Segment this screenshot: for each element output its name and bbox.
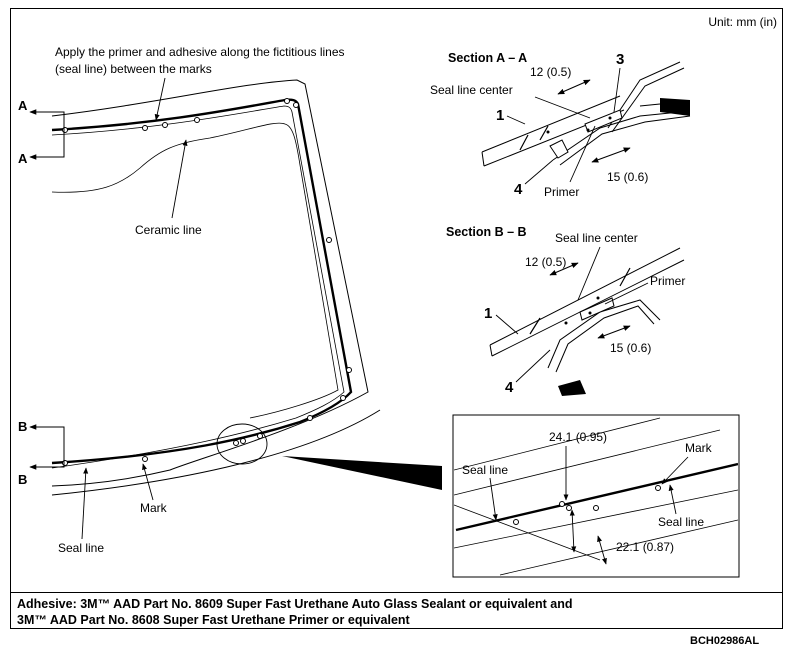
bb-primer: Primer xyxy=(650,274,685,288)
glass-outer-edge xyxy=(51,79,369,487)
mark-dot xyxy=(62,127,68,133)
aa-primer: Primer xyxy=(544,185,579,199)
bb-seal-line-center: Seal line center xyxy=(555,231,638,245)
aa-callout-4: 4 xyxy=(514,181,523,198)
section-aa: Section A – A 12 (0.5) Seal line center … xyxy=(430,51,691,199)
windshield-main-view: A A B B Apply the primer and adhesive al… xyxy=(18,45,442,555)
detail-dim-24: 24.1 (0.95) xyxy=(549,430,607,444)
aa-callout-1: 1 xyxy=(496,107,504,124)
mark-dot xyxy=(346,367,352,373)
seal-line xyxy=(51,98,353,465)
section-aa-title: Section A – A xyxy=(448,51,527,65)
mark-dot xyxy=(326,237,332,243)
unit-label: Unit: mm (in) xyxy=(708,15,777,29)
section-bb-title: Section B – B xyxy=(446,225,527,239)
aa-dim-15: 15 (0.6) xyxy=(607,170,648,184)
bb-callout-1: 1 xyxy=(484,305,492,322)
detail-inset: Seal line 24.1 (0.95) Mark Seal line 22.… xyxy=(452,414,740,578)
mark-dot xyxy=(240,438,246,444)
detail-seal-line-right: Seal line xyxy=(658,515,704,529)
detail-circle xyxy=(216,423,268,465)
bb-callout-4: 4 xyxy=(505,379,514,396)
adhesive-note-line1: Adhesive: 3M™ AAD Part No. 8609 Super Fa… xyxy=(17,597,573,611)
mark-dot xyxy=(307,415,313,421)
section-bb: Section B – B Seal line center 12 (0.5) … xyxy=(446,225,685,396)
seal-line-label: Seal line xyxy=(58,541,104,555)
section-b-label-bottom: B xyxy=(18,472,27,487)
aa-seal-line-center: Seal line center xyxy=(430,83,513,97)
mark-dot xyxy=(293,102,299,108)
mark-dot xyxy=(142,125,148,131)
apply-note-line2: (seal line) between the marks xyxy=(55,62,212,76)
bb-dim-15: 15 (0.6) xyxy=(610,341,651,355)
mark-dot xyxy=(162,122,168,128)
section-b-label-top: B xyxy=(18,419,27,434)
mark-dot xyxy=(257,433,263,439)
detail-mark: Mark xyxy=(685,441,713,455)
section-a-label-top: A xyxy=(18,98,28,113)
aa-dim-12: 12 (0.5) xyxy=(530,65,571,79)
glass-inner-edge xyxy=(51,105,345,469)
detail-dim-22: 22.1 (0.87) xyxy=(616,540,674,554)
ceramic-line xyxy=(51,122,339,419)
detail-pointer xyxy=(282,456,442,490)
mark-dot xyxy=(284,98,290,104)
mark-dot xyxy=(62,460,68,466)
figure-code: BCH02986AL xyxy=(690,635,760,647)
adhesive-note-line2: 3M™ AAD Part No. 8608 Super Fast Urethan… xyxy=(17,613,410,627)
mark-label: Mark xyxy=(140,501,168,515)
ceramic-line-label: Ceramic line xyxy=(135,223,202,237)
glass-lower-edge xyxy=(51,409,381,496)
mark-dot xyxy=(194,117,200,123)
mark-dot xyxy=(340,395,346,401)
section-a-label-bottom: A xyxy=(18,151,28,166)
bb-dim-12: 12 (0.5) xyxy=(525,255,566,269)
mark-dot xyxy=(233,440,239,446)
adhesive-note: Adhesive: 3M™ AAD Part No. 8609 Super Fa… xyxy=(10,592,783,629)
mark-dot xyxy=(142,456,148,462)
aa-callout-3: 3 xyxy=(616,51,624,68)
apply-note-line1: Apply the primer and adhesive along the … xyxy=(55,45,345,59)
detail-seal-line-left: Seal line xyxy=(462,463,508,477)
